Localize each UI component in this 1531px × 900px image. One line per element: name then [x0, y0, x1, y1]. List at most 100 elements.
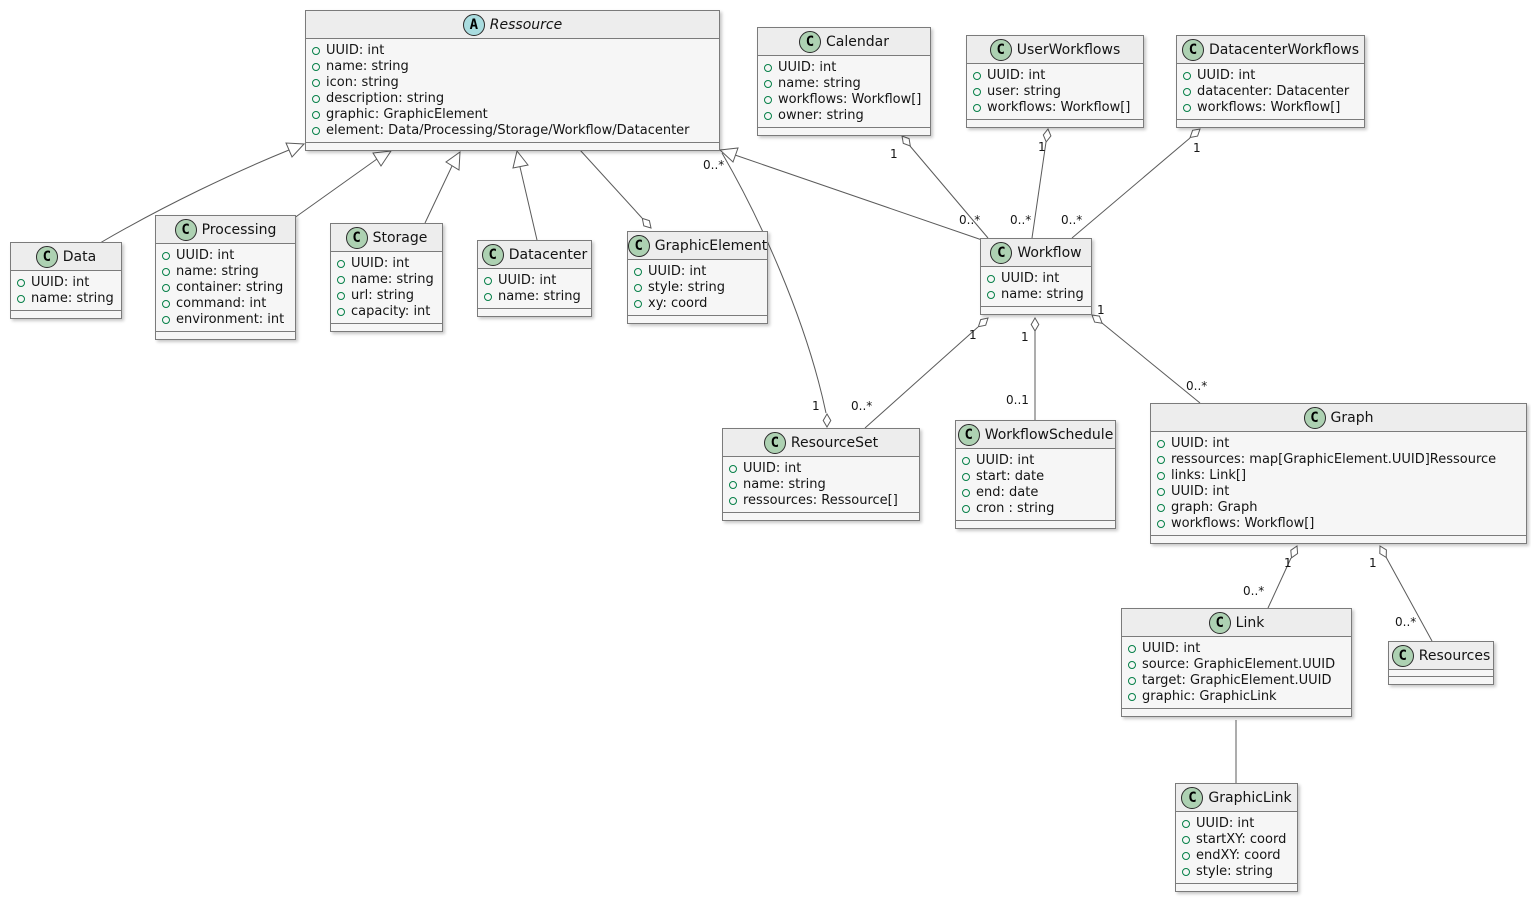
- methods-section: [956, 520, 1115, 528]
- methods-section: [628, 315, 767, 323]
- methods-section: [478, 308, 591, 316]
- attribute-row: user: string: [967, 84, 1143, 100]
- multiplicity-label: 1: [1284, 556, 1292, 570]
- field-visibility-icon: [312, 63, 320, 71]
- methods-section: [331, 323, 442, 331]
- attribute-text: source: GraphicElement.UUID: [1142, 657, 1336, 672]
- multiplicity-label: 0..*: [1243, 584, 1265, 598]
- methods-section: [1151, 535, 1526, 543]
- field-visibility-icon: [987, 275, 995, 283]
- attribute-text: endXY: coord: [1196, 848, 1281, 863]
- attribute-text: ressources: map[GraphicElement.UUID]Ress…: [1171, 452, 1497, 467]
- attribute-row: environment: int: [156, 312, 295, 328]
- class-datacenter: C Datacenter UUID: int name: string: [477, 240, 592, 317]
- attribute-text: ressources: Ressource[]: [743, 493, 898, 508]
- class-name: GraphicElement: [654, 237, 768, 254]
- class-storage-title: C Storage: [331, 224, 442, 251]
- multiplicity-label: 0..*: [1395, 615, 1417, 629]
- attribute-text: name: string: [498, 289, 581, 304]
- attribute-row: ressources: map[GraphicElement.UUID]Ress…: [1151, 452, 1526, 468]
- attribute-text: cron : string: [976, 501, 1055, 516]
- attribute-row: links: Link[]: [1151, 468, 1526, 484]
- attribute-text: start: date: [976, 469, 1045, 484]
- attribute-text: graphic: GraphicLink: [1142, 689, 1277, 704]
- class-badge-icon: C: [990, 241, 1013, 264]
- attribute-text: links: Link[]: [1171, 468, 1247, 483]
- multiplicity-label: 1: [1021, 330, 1029, 344]
- field-visibility-icon: [162, 316, 170, 324]
- attributes-section: [1389, 669, 1493, 676]
- generalization-arrow: [372, 150, 393, 167]
- attribute-row: cron : string: [956, 501, 1115, 517]
- class-link: C Link UUID: int source: GraphicElement.…: [1121, 608, 1352, 717]
- attributes-section: UUID: int style: string xy: coord: [628, 259, 767, 315]
- aggregation-diamond: [901, 135, 911, 147]
- class-resourceset-title: C ResourceSet: [723, 429, 919, 456]
- attributes-section: UUID: int datacenter: Datacenter workflo…: [1177, 63, 1364, 119]
- class-name: Calendar: [826, 33, 889, 50]
- class-name: UserWorkflows: [1016, 41, 1121, 58]
- generalization-arrow: [512, 149, 529, 169]
- field-visibility-icon: [962, 457, 970, 465]
- attribute-row: ressources: Ressource[]: [723, 493, 919, 509]
- class-calendar: C Calendar UUID: int name: string workfl…: [757, 27, 931, 136]
- attribute-text: UUID: int: [31, 275, 90, 290]
- field-visibility-icon: [987, 291, 995, 299]
- field-visibility-icon: [312, 47, 320, 55]
- class-resources: C Resources: [1388, 641, 1494, 685]
- aggregation-diamond: [1379, 545, 1387, 559]
- class-name: ResourceSet: [790, 434, 879, 451]
- attribute-row: url: string: [331, 288, 442, 304]
- field-visibility-icon: [484, 277, 492, 285]
- attributes-section: UUID: int name: string: [981, 266, 1091, 306]
- attribute-row: workflows: Workflow[]: [1177, 100, 1364, 116]
- aggregation-diamond: [1030, 317, 1040, 332]
- attribute-row: style: string: [628, 280, 767, 296]
- attribute-text: icon: string: [326, 75, 399, 90]
- aggregation-diamond: [822, 413, 832, 428]
- attribute-row: name: string: [723, 477, 919, 493]
- methods-section: [1389, 676, 1493, 684]
- attribute-text: name: string: [31, 291, 114, 306]
- field-visibility-icon: [962, 505, 970, 513]
- attribute-text: UUID: int: [1171, 436, 1230, 451]
- multiplicity-label: 0..*: [851, 399, 873, 413]
- class-resources-title: C Resources: [1389, 642, 1493, 669]
- attribute-text: style: string: [648, 280, 726, 295]
- field-visibility-icon: [1182, 868, 1190, 876]
- attributes-section: UUID: int name: string icon: string desc…: [306, 38, 719, 142]
- attribute-text: element: Data/Processing/Storage/Workflo…: [326, 123, 690, 138]
- field-visibility-icon: [337, 260, 345, 268]
- generalization-arrow: [285, 142, 306, 158]
- field-visibility-icon: [973, 72, 981, 80]
- edge-ressource-graphicelement-aggregation: [579, 149, 652, 229]
- class-graph-title: C Graph: [1151, 404, 1526, 431]
- methods-section: [11, 310, 121, 318]
- aggregation-diamond: [641, 217, 652, 229]
- field-visibility-icon: [1183, 88, 1191, 96]
- attribute-text: UUID: int: [778, 60, 837, 75]
- class-graphiclink-title: C GraphicLink: [1176, 784, 1297, 811]
- field-visibility-icon: [1182, 820, 1190, 828]
- attribute-row: name: string: [478, 289, 591, 305]
- attribute-row: capacity: int: [331, 304, 442, 320]
- field-visibility-icon: [729, 481, 737, 489]
- aggregation-diamond: [977, 317, 989, 328]
- class-resourceset: C ResourceSet UUID: int name: string res…: [722, 428, 920, 521]
- class-data: C Data UUID: int name: string: [10, 242, 122, 319]
- field-visibility-icon: [484, 293, 492, 301]
- attribute-text: workflows: Workflow[]: [987, 100, 1131, 115]
- field-visibility-icon: [1183, 72, 1191, 80]
- abstract-badge-icon: A: [462, 13, 485, 36]
- aggregation-diamond: [1290, 545, 1299, 559]
- multiplicity-label: 1: [1097, 303, 1105, 317]
- attribute-row: icon: string: [306, 75, 719, 91]
- methods-section: [723, 512, 919, 520]
- attribute-text: UUID: int: [1197, 68, 1256, 83]
- field-visibility-icon: [1183, 104, 1191, 112]
- attribute-row: command: int: [156, 296, 295, 312]
- class-graphiclink: C GraphicLink UUID: int startXY: coord e…: [1175, 783, 1298, 892]
- attribute-text: end: date: [976, 485, 1039, 500]
- class-calendar-title: C Calendar: [758, 28, 930, 55]
- attribute-row: UUID: int: [967, 68, 1143, 84]
